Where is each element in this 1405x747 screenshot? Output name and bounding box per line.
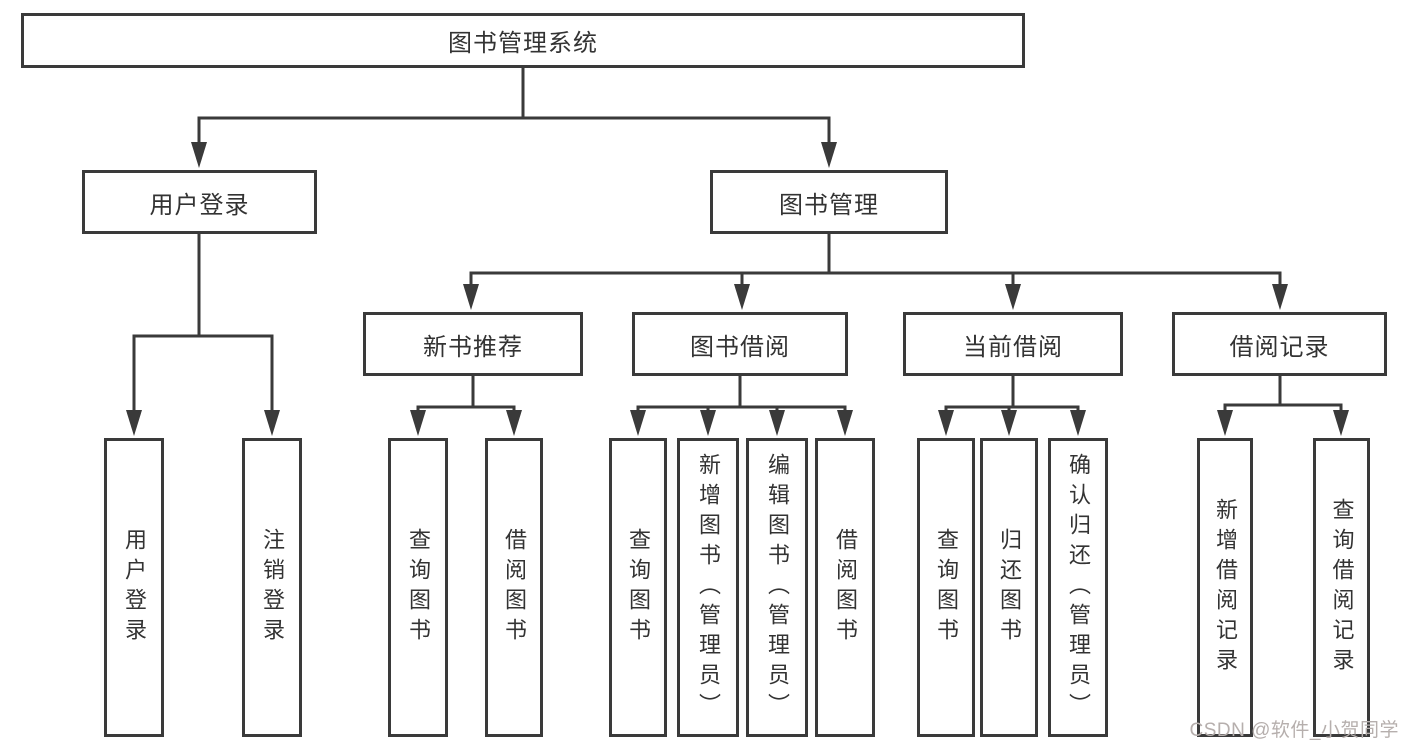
- leaf-query-books-recommend-label: 查询图书: [406, 527, 431, 648]
- leaf-add-borrow-record-label: 新增借阅记录: [1213, 497, 1238, 678]
- node-borrowing-records-label: 借阅记录: [1229, 333, 1330, 361]
- leaf-query-books-current: 查询图书: [917, 438, 975, 737]
- leaf-return-books-label: 归还图书: [997, 527, 1022, 648]
- node-book-borrowing-label: 图书借阅: [690, 333, 790, 361]
- leaf-borrow-books-recommend-label: 借阅图书: [502, 527, 527, 648]
- leaf-add-borrow-record: 新增借阅记录: [1197, 438, 1253, 737]
- leaf-logout-label: 注销登录: [260, 527, 285, 648]
- leaf-query-books-borrow: 查询图书: [609, 438, 667, 737]
- leaf-query-books-borrow-label: 查询图书: [626, 527, 651, 648]
- leaf-add-books-admin-label: 新增图书（管理员）: [696, 452, 721, 723]
- watermark-text: CSDN @软件_小贺同学: [1190, 715, 1399, 742]
- node-new-book-recommendation-label: 新书推荐: [423, 333, 523, 361]
- node-book-borrowing: 图书借阅: [632, 312, 848, 376]
- leaf-add-books-admin: 新增图书（管理员）: [677, 438, 739, 737]
- leaf-edit-books-admin-label: 编辑图书（管理员）: [765, 452, 790, 723]
- node-user-login-label: 用户登录: [149, 191, 250, 219]
- leaf-query-books-recommend: 查询图书: [388, 438, 448, 737]
- leaf-confirm-return-admin: 确认归还（管理员）: [1048, 438, 1108, 737]
- node-borrowing-records: 借阅记录: [1172, 312, 1387, 376]
- leaf-borrow-books-label: 借阅图书: [833, 527, 858, 648]
- leaf-query-books-current-label: 查询图书: [934, 527, 959, 648]
- leaf-user-login: 用户登录: [104, 438, 164, 737]
- leaf-confirm-return-admin-label: 确认归还（管理员）: [1066, 452, 1091, 723]
- watermark-label: CSDN @软件_小贺同学: [1189, 720, 1399, 741]
- leaf-logout: 注销登录: [242, 438, 302, 737]
- leaf-edit-books-admin: 编辑图书（管理员）: [746, 438, 808, 737]
- leaf-borrow-books: 借阅图书: [815, 438, 875, 737]
- node-book-management-label: 图书管理: [779, 191, 879, 219]
- leaf-query-borrow-record-label: 查询借阅记录: [1329, 497, 1355, 678]
- node-root-label: 图书管理系统: [448, 30, 598, 57]
- node-user-login: 用户登录: [82, 170, 317, 234]
- node-current-borrowing: 当前借阅: [903, 312, 1123, 376]
- node-root: 图书管理系统: [21, 13, 1025, 68]
- node-new-book-recommendation: 新书推荐: [363, 312, 583, 376]
- leaf-borrow-books-recommend: 借阅图书: [485, 438, 543, 737]
- node-book-management: 图书管理: [710, 170, 948, 234]
- node-current-borrowing-label: 当前借阅: [963, 333, 1063, 361]
- leaf-query-borrow-record: 查询借阅记录: [1313, 438, 1370, 737]
- leaf-user-login-label: 用户登录: [122, 527, 147, 648]
- leaf-return-books: 归还图书: [980, 438, 1038, 737]
